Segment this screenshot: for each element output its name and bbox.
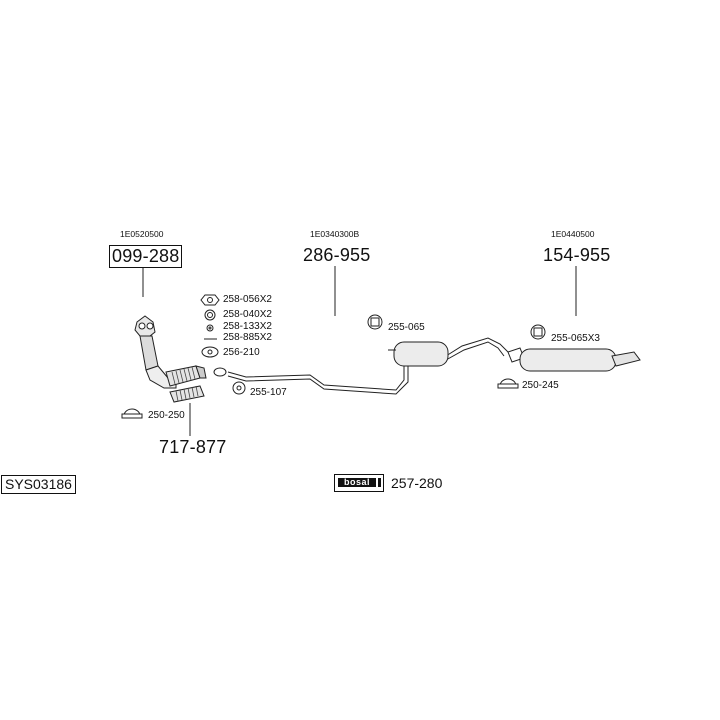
fitting-label-mount-middle[interactable]: 255-065 [388, 322, 425, 333]
clamp-rear-icon [497, 378, 519, 389]
rear-oe-label: 1E0440500 [551, 229, 595, 239]
catalyst-part-number[interactable]: 099-288 [109, 245, 183, 268]
fitting-label-bolt[interactable]: 258-885X2 [223, 332, 272, 343]
middle-pipe-part [227, 337, 509, 395]
system-code: SYS03186 [1, 475, 76, 494]
rear-mount-icon [530, 324, 546, 340]
kit-part-number[interactable]: 257-280 [391, 475, 443, 491]
catalyst-oe-label: 1E0520500 [120, 229, 164, 239]
middle-oe-label: 1E0340300B [310, 229, 360, 239]
fitting-label-rubber-mount[interactable]: 255-107 [250, 387, 287, 398]
catalyst-part [134, 315, 177, 389]
middle-part-number[interactable]: 286-955 [303, 245, 371, 265]
middle-mount-icon [367, 314, 383, 330]
fitting-label-clamp-front[interactable]: 250-250 [148, 410, 185, 421]
brand-logo: bosal [334, 474, 384, 492]
fitting-label-gasket[interactable]: 256-210 [223, 347, 260, 358]
fitting-label-washer[interactable]: 258-133X2 [223, 321, 272, 332]
fitting-label-nut2[interactable]: 258-040X2 [223, 309, 272, 320]
front-pipe-part-number[interactable]: 717-877 [159, 437, 227, 457]
joint-gasket-icon [213, 367, 227, 377]
fitting-label-nut[interactable]: 258-056X2 [223, 294, 272, 305]
rubber-mount-icon [232, 381, 246, 395]
brand-logo-bar [378, 478, 381, 487]
brand-logo-text: bosal [338, 478, 376, 487]
fitting-label-clamp-rear[interactable]: 250-245 [522, 380, 559, 391]
middle-silencer-part [388, 341, 449, 367]
rear-silencer-part [507, 347, 641, 372]
clamp-front-icon [121, 408, 143, 419]
front-pipe-part [165, 365, 207, 403]
rear-part-number[interactable]: 154-955 [543, 245, 611, 265]
fitting-label-mount-rear[interactable]: 255-065X3 [551, 333, 600, 344]
